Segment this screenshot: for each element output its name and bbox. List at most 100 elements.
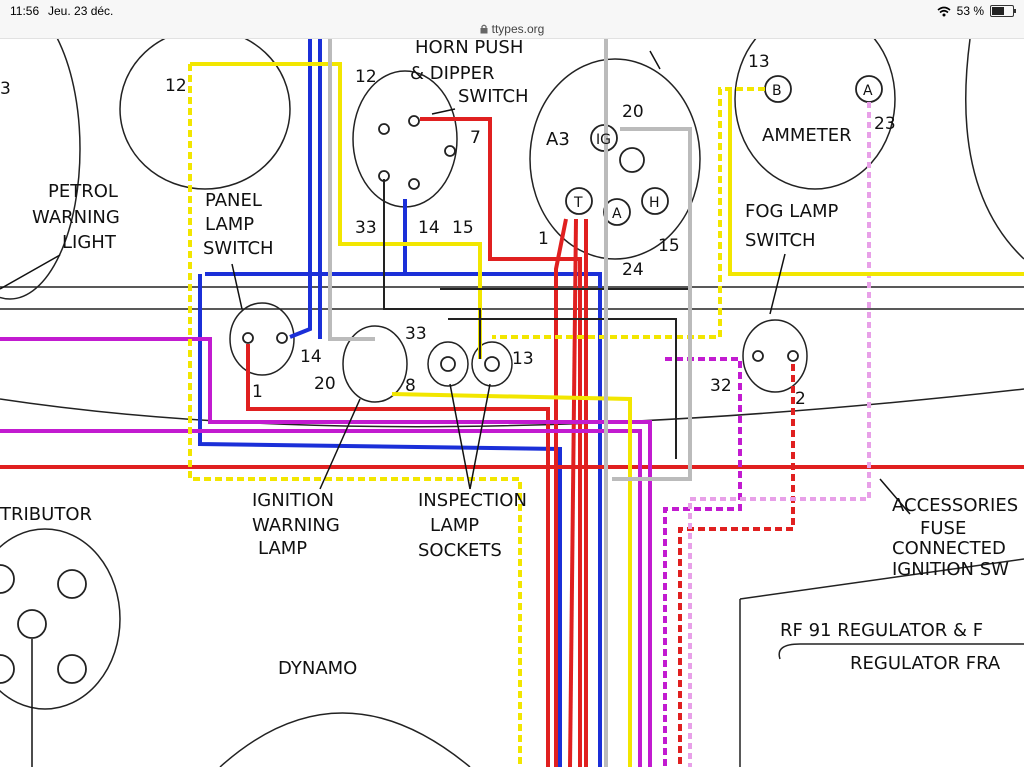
- socket-left: [427, 341, 469, 387]
- pin: [408, 178, 420, 190]
- label-ig: IG: [596, 132, 611, 148]
- pin: [484, 356, 500, 372]
- leader-line: [649, 50, 661, 70]
- label-insp-lamp: LAMP: [430, 515, 479, 536]
- address-bar[interactable]: ttypes.org: [0, 22, 1024, 39]
- regulator-frame-outline: [778, 643, 1024, 660]
- pin: [752, 350, 764, 362]
- leader-line: [879, 478, 911, 515]
- leader-line: [0, 254, 61, 290]
- a3-gauge-outline: [529, 58, 701, 260]
- gauge-12-outline: [119, 28, 291, 190]
- pin: [242, 332, 254, 344]
- label-h: H: [649, 195, 660, 211]
- pin: [276, 332, 288, 344]
- label-a-ammeter: A: [863, 83, 873, 99]
- wire-number: 7: [470, 128, 481, 148]
- wire-number: 1: [538, 229, 549, 249]
- wire-number: 20: [622, 102, 644, 122]
- socket-right: [471, 341, 513, 387]
- label-panel-switch: SWITCH: [203, 238, 274, 259]
- label-b: B: [772, 83, 782, 99]
- wire-red: [246, 344, 550, 767]
- ignition-lamp-body: [342, 325, 408, 403]
- wire-number: 12: [355, 67, 377, 87]
- leader-lines: [0, 50, 911, 767]
- label-accessories: ACCESSORIES: [892, 495, 1018, 516]
- pin: [444, 145, 456, 157]
- wire-pink-dashed: [688, 102, 871, 767]
- pin: [378, 123, 390, 135]
- wire-grey: [612, 127, 692, 481]
- distributor-post: [0, 654, 15, 684]
- leader-line: [231, 263, 243, 310]
- leader-line: [431, 108, 456, 115]
- wire-number: 14: [300, 347, 322, 367]
- wire-number: 15: [658, 236, 680, 256]
- wire-number: 23: [874, 114, 896, 134]
- label-ign-warning: WARNING: [252, 515, 340, 536]
- wire-number: 13: [512, 349, 534, 369]
- label-dipper: & DIPPER: [410, 63, 495, 84]
- label-fog-lamp: FOG LAMP: [745, 201, 838, 222]
- label-a: A: [612, 206, 622, 222]
- wire-blue: [198, 274, 562, 767]
- url-text: ttypes.org: [491, 22, 545, 36]
- wire-number: 12: [165, 76, 187, 96]
- dash-curve: [0, 388, 1024, 428]
- leader-line: [319, 398, 361, 490]
- panel-switch-body: [229, 302, 295, 376]
- wire-blue: [289, 39, 312, 339]
- ios-status-bar: 11:56 Jeu. 23 déc. 53 %: [0, 0, 1024, 22]
- label-connected: CONNECTED: [892, 538, 1006, 559]
- dynamo-outline: [219, 712, 471, 768]
- wire-numbers: 12 3 12 7 33 14 15 20 1 15 24 13 23 33 1…: [0, 52, 896, 409]
- wire-yellow: [391, 392, 632, 767]
- label-lamp: LAMP: [205, 214, 254, 235]
- label-ignition-sw: IGNITION SW: [892, 559, 1009, 580]
- label-panel: PANEL: [205, 190, 262, 211]
- distributor-post: [17, 609, 47, 639]
- wire-black: [440, 288, 691, 439]
- distributor-post: [57, 569, 87, 599]
- label-inspection: INSPECTION: [418, 490, 527, 511]
- pin: [787, 350, 799, 362]
- wire-number: 2: [795, 389, 806, 409]
- wire-grey: [328, 39, 375, 341]
- label-warning: WARNING: [32, 207, 120, 228]
- wire-red: [420, 117, 582, 767]
- wire-number: 33: [355, 218, 377, 238]
- pin: [408, 115, 420, 127]
- regulator-top-edge: [739, 558, 1024, 600]
- distributor-post: [0, 564, 15, 594]
- label-horn-push: HORN PUSH: [415, 39, 523, 58]
- leader-line: [449, 383, 471, 490]
- wire-number: 32: [710, 376, 732, 396]
- wire-blue: [205, 272, 602, 767]
- lock-icon: [480, 24, 488, 34]
- wire-number: 24: [622, 260, 644, 280]
- label-sockets: SOCKETS: [418, 540, 502, 561]
- label-ignition: IGNITION: [252, 490, 334, 511]
- label-petrol: PETROL: [48, 181, 118, 202]
- terminal-t: [565, 187, 593, 215]
- wire-red: [568, 218, 578, 768]
- wire-number: 8: [405, 376, 416, 396]
- label-ammeter: AMMETER: [762, 125, 852, 146]
- wire-number: 13: [748, 52, 770, 72]
- label-light: LIGHT: [62, 232, 117, 253]
- wire-number: 3: [0, 79, 11, 99]
- label-regulator: RF 91 REGULATOR & F: [780, 620, 983, 641]
- wire-number: 20: [314, 374, 336, 394]
- label-a3: A3: [546, 129, 570, 150]
- wire-black: [448, 318, 677, 459]
- fog-switch-body: [742, 319, 808, 393]
- label-fog-switch: SWITCH: [745, 230, 816, 251]
- battery-fill: [992, 7, 1004, 15]
- label-regulator-frame: REGULATOR FRA: [850, 653, 1001, 674]
- label-horn-switch: SWITCH: [458, 86, 529, 107]
- wire-number: 15: [452, 218, 474, 238]
